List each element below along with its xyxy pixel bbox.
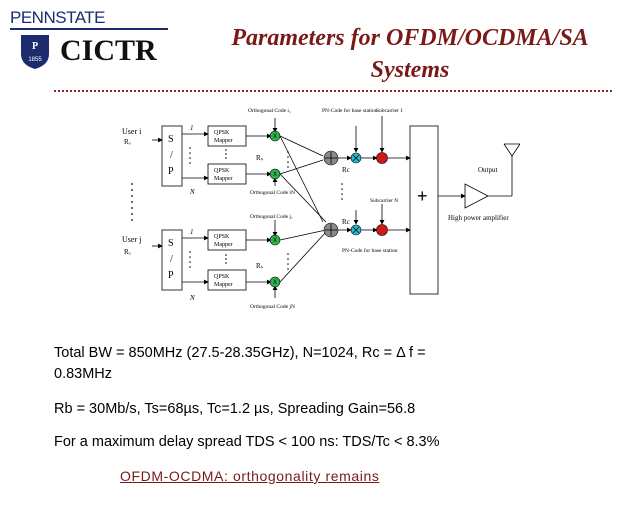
mult-x-2: X — [273, 172, 277, 178]
rate-line: Rb = 30Mb/s, Ts=68µs, Tc=1.2 µs, Spreadi… — [54, 401, 416, 417]
subcarrier-mixer-n — [376, 224, 388, 236]
ortho-multiplier-j1 — [269, 234, 281, 246]
sp-converter-top — [161, 125, 183, 187]
mult-x-1: X — [273, 134, 277, 140]
subcarrier-1-label: Subcarrier 1 — [376, 108, 403, 114]
qpsk-label-4b: Mapper — [214, 282, 233, 288]
qpsk-mapper-bottom-n — [207, 269, 247, 291]
qpsk-label-3a: QPSK — [214, 234, 230, 240]
ortho-code-jn-label: Orthogonal Code jN — [250, 304, 295, 310]
qpsk-label-2a: QPSK — [214, 168, 230, 174]
amplifier-label: High power amplifier — [448, 214, 509, 222]
high-power-amplifier — [464, 183, 489, 209]
ortho-code-in-label: Orthogonal Code iN — [250, 190, 295, 196]
title-divider — [54, 90, 612, 92]
branch-1-bottom: 1 — [190, 228, 194, 236]
rc-label-bottom: Rc — [342, 218, 350, 226]
bandwidth-line: Total BW = 850MHz (27.5-28.35GHz), N=102… — [54, 345, 426, 361]
output-label: Output — [478, 166, 498, 174]
title-line-1: Parameters for OFDM/OCDMA/SA — [231, 25, 589, 51]
ofdm-ocdma-transmitter-diagram: X X X X User i Rₒ User j Rₒ S / P S / P … — [122, 107, 520, 310]
qpsk-label-3b: Mapper — [214, 242, 233, 248]
branch-1-top: 1 — [190, 124, 194, 132]
qpsk-label-1a: QPSK — [214, 130, 230, 136]
user-i-rate: Rₒ — [124, 138, 131, 146]
shield-letter: P — [32, 41, 38, 52]
pn-code-bottom-label: PN-Code for base station — [342, 247, 398, 254]
user-i-label: User i — [122, 127, 142, 136]
pn-code-top-label: PN-Code for base station — [322, 107, 378, 114]
footer-term: OFDM-OCDMA: — [120, 468, 229, 484]
ellipsis-users — [131, 183, 133, 221]
sp-top-slash: / — [170, 150, 173, 161]
sp-converter-bottom — [161, 229, 183, 291]
qpsk-label-4a: QPSK — [214, 274, 230, 280]
subcarrier-mixer-1 — [376, 152, 388, 164]
summer-plus: + — [417, 186, 428, 206]
rc-label-top: Rc — [342, 166, 350, 174]
rs-label-top: Rₛ — [256, 154, 264, 162]
footer-claim: orthogonality remains — [232, 468, 380, 484]
title-line-2: Systems — [370, 57, 450, 83]
center-name: CICTR — [60, 34, 157, 67]
ellipsis-branches-bottom — [189, 251, 289, 270]
ortho-multiplier-i1 — [269, 130, 281, 142]
sp-top-p: P — [168, 166, 174, 177]
ortho-multiplier-jn — [269, 276, 281, 288]
ortho-code-i1-label: Orthogonal Code i₁ — [248, 108, 291, 114]
ellipsis-branches-top — [189, 147, 289, 168]
qpsk-label-1b: Mapper — [214, 138, 233, 144]
sp-bottom-slash: / — [170, 254, 173, 265]
branch-n-bottom: N — [189, 294, 195, 302]
logo-rule — [10, 28, 168, 30]
slide-title: Parameters for OFDM/OCDMA/SA Systems — [210, 22, 610, 86]
sp-top-s: S — [168, 134, 174, 145]
bandwidth-line-cont: 0.83MHz — [54, 366, 113, 382]
subcarrier-n-label: Subcarrier N — [370, 198, 398, 204]
shield-year: 1855 — [28, 57, 42, 63]
university-name: PENNSTATE — [10, 8, 106, 27]
sp-bottom-p: P — [168, 270, 174, 281]
delay-spread-line: For a maximum delay spread TDS < 100 ns:… — [54, 434, 440, 450]
ortho-multiplier-in — [269, 168, 281, 180]
footer-note: OFDM-OCDMA: orthogonality remains — [120, 468, 379, 484]
ellipsis-subcarriers — [341, 183, 343, 200]
user-j-label: User j — [122, 235, 141, 244]
sp-bottom-s: S — [168, 238, 174, 249]
university-shield-icon: P 1855 — [21, 35, 49, 69]
qpsk-label-2b: Mapper — [214, 176, 233, 182]
antenna-icon — [503, 143, 520, 157]
subcarrier-summer — [409, 125, 439, 295]
rs-label-bottom: Rₛ — [256, 262, 264, 270]
mult-x-4: X — [273, 280, 277, 286]
mult-x-3: X — [273, 238, 277, 244]
user-j-rate: Rₒ — [124, 248, 131, 256]
ortho-code-j1-label: Orthogonal Code j₁ — [250, 214, 293, 220]
branch-n-top: N — [189, 188, 195, 196]
